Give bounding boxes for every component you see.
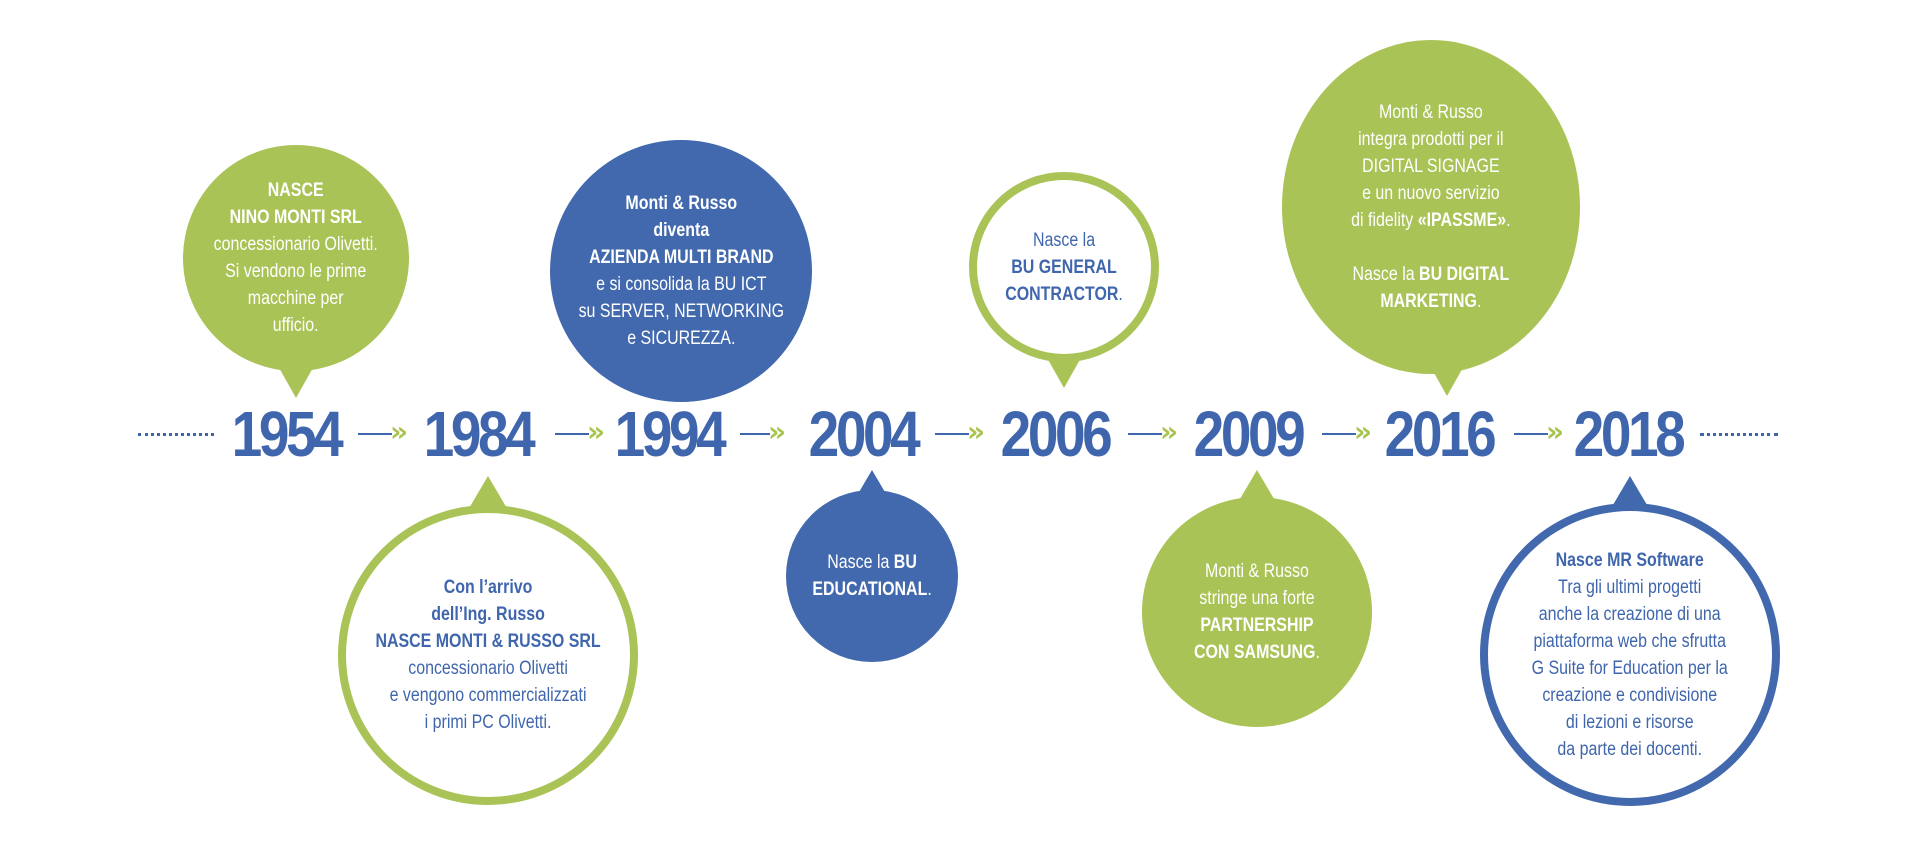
event-2016-line-5b: «IPASSME» (1417, 210, 1507, 231)
event-2006-line-3b: . (1118, 283, 1123, 305)
bubble-pointer (278, 366, 314, 398)
event-2016-line-7a: MARKETING (1380, 291, 1478, 312)
event-1994-line-2: diventa (653, 220, 709, 241)
event-bubble-2004: Nasce la BU EDUCATIONAL. (786, 490, 958, 662)
connector-line (1128, 433, 1162, 435)
timeline-dotted-start (138, 433, 214, 436)
event-2009-line-4a: CON SAMSUNG (1194, 642, 1316, 663)
event-2016-line-5a: di fidelity (1351, 210, 1418, 231)
event-2016-line-6b: BU DIGITAL (1419, 264, 1510, 285)
year-label-2009: 2009 (1193, 398, 1306, 470)
connector-line (358, 433, 392, 435)
year-label-1994: 1994 (614, 398, 727, 470)
year-label-2006: 2006 (1000, 398, 1113, 470)
bubble-pointer (1429, 364, 1465, 396)
event-bubble-1984: Con l’arrivo dell’Ing. Russo NASCE MONTI… (338, 505, 638, 805)
event-2016-line-2: integra prodotti per il (1358, 129, 1504, 150)
event-2004-line-1b: BU (893, 552, 917, 573)
chevron-arrow-icon: » (390, 415, 409, 448)
event-2009-line-4b: . (1315, 642, 1320, 663)
event-1954-line-3: concessionario Olivetti. (213, 234, 379, 255)
bubble-pointer (663, 364, 699, 396)
event-2016-line-6a: Nasce la (1352, 264, 1420, 285)
event-bubble-2018: Nasce MR Software Tra gli ultimi progett… (1480, 503, 1780, 806)
event-2004-line-1a: Nasce la (827, 552, 894, 573)
event-2018-line-8: da parte dei docenti. (1557, 738, 1703, 760)
event-2009-line-2: stringe una forte (1199, 588, 1315, 609)
event-bubble-2016: Monti & Russo integra prodotti per il DI… (1282, 40, 1580, 374)
event-2009-line-1: Monti & Russo (1205, 561, 1309, 582)
event-1994-line-6: e SICUREZZA. (626, 328, 736, 349)
timeline-dotted-end (1700, 433, 1778, 436)
event-1994-line-3: AZIENDA MULTI BRAND (588, 247, 774, 268)
event-2018-line-2: Tra gli ultimi progetti (1558, 576, 1702, 598)
connector-line (1322, 433, 1356, 435)
event-2004-line-2a: EDUCATIONAL (812, 579, 928, 600)
event-2016-line-1: Monti & Russo (1379, 102, 1483, 123)
event-1984-line-6: i primi PC Olivetti. (424, 712, 552, 733)
event-2016-line-5c: . (1506, 210, 1511, 231)
event-2016-line-3: DIGITAL SIGNAGE (1362, 156, 1500, 177)
event-2006-line-3a: CONTRACTOR (1005, 283, 1119, 305)
event-2018-line-7: di lezioni e risorse (1566, 711, 1694, 733)
event-bubble-2009: Monti & Russo stringe una forte PARTNERS… (1142, 497, 1372, 727)
event-2018-line-4: piattaforma web che sfrutta (1533, 630, 1727, 652)
year-label-1984: 1984 (423, 398, 536, 470)
event-1954-line-4: Si vendono le prime (225, 261, 367, 282)
event-1954-line-6: ufficio. (273, 315, 319, 336)
bubble-pointer (468, 476, 508, 510)
year-label-2004: 2004 (808, 398, 921, 470)
event-1954-line-2: NINO MONTI SRL (229, 207, 363, 228)
chevron-arrow-icon: » (1160, 415, 1179, 448)
event-2018-line-6: creazione e condivisione (1542, 684, 1718, 706)
year-label-2018: 2018 (1573, 398, 1686, 470)
event-2004-line-2b: . (927, 579, 932, 600)
event-2006-line-1: Nasce la (1032, 229, 1096, 251)
event-1954-line-5: macchine per (248, 288, 344, 309)
chevron-arrow-icon: » (1546, 415, 1565, 448)
event-1994-line-4: e si consolida la BU ICT (595, 274, 767, 295)
connector-line (1514, 433, 1548, 435)
event-1994-line-5: su SERVER, NETWORKING (578, 301, 784, 322)
connector-line (740, 433, 770, 435)
event-bubble-1994: Monti & Russo diventa AZIENDA MULTI BRAN… (550, 140, 812, 402)
event-1984-line-3: NASCE MONTI & RUSSO SRL (375, 631, 601, 652)
event-1954-line-1: NASCE (268, 180, 324, 201)
event-2009-line-3: PARTNERSHIP (1200, 615, 1314, 636)
event-2018-line-5: G Suite for Education per la (1531, 657, 1729, 679)
connector-line (935, 433, 969, 435)
event-2016-line-7b: . (1477, 291, 1482, 312)
event-bubble-1954: NASCE NINO MONTI SRL concessionario Oliv… (183, 145, 409, 371)
year-label-2016: 2016 (1384, 398, 1497, 470)
year-label-1954: 1954 (231, 398, 344, 470)
event-1984-line-1: Con l’arrivo (443, 577, 533, 598)
event-2018-line-1: Nasce MR Software (1555, 549, 1705, 571)
event-1984-line-4: concessionario Olivetti (408, 658, 568, 679)
event-2016-line-4: e un nuovo servizio (1362, 183, 1500, 204)
event-2018-line-3: anche la creazione di una (1539, 603, 1721, 625)
event-1994-line-1: Monti & Russo (625, 193, 737, 214)
chevron-arrow-icon: » (1354, 415, 1373, 448)
event-1984-line-5: e vengono commercializzati (389, 685, 587, 706)
chevron-arrow-icon: » (587, 415, 606, 448)
bubble-pointer (1046, 356, 1082, 388)
connector-line (555, 433, 589, 435)
chevron-arrow-icon: » (967, 415, 986, 448)
event-2006-line-2: BU GENERAL (1011, 256, 1117, 278)
event-bubble-2006: Nasce la BU GENERAL CONTRACTOR. (969, 172, 1159, 362)
chevron-arrow-icon: » (768, 415, 787, 448)
event-1984-line-2: dell’Ing. Russo (431, 604, 545, 625)
